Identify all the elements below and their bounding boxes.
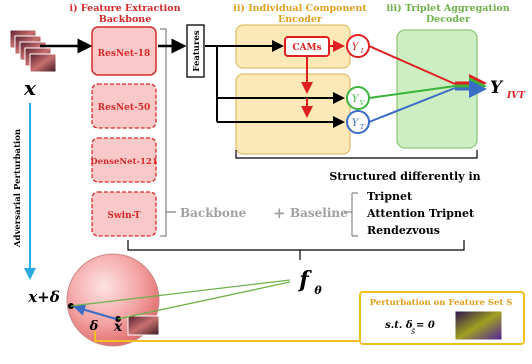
delta-label: δ — [89, 319, 99, 334]
perturbation-title: Perturbation on Feature Set S — [370, 298, 513, 308]
baseline-attention-tripnet: Attention Tripnet — [366, 207, 475, 220]
header-component-encoder-sub: Encoder — [278, 14, 323, 25]
input-frames-icon — [9, 29, 57, 73]
header-feature-extraction: i) Feature Extraction — [70, 3, 181, 14]
f-theta-label: f — [297, 267, 312, 293]
header-feature-extraction-sub: Backbone — [99, 14, 151, 25]
adversarial-label: Adversarial Perturbation — [13, 129, 23, 248]
features-label: Features — [192, 30, 202, 71]
header-component-encoder: ii) Individual Component — [233, 3, 367, 14]
backbone-resnet18-box — [91, 26, 157, 76]
input-thumbnail — [127, 315, 160, 336]
baseline-rendezvous: Rendezvous — [367, 224, 440, 237]
y-t-sub: T — [360, 123, 365, 131]
header-aggregation: iii) Triplet Aggregation — [386, 3, 509, 14]
header-aggregation-sub: Decoder — [426, 14, 471, 25]
y-ivt-sub: IVT — [506, 91, 526, 101]
backbone-swint-box — [91, 191, 157, 237]
y-i-sub: I — [360, 47, 364, 55]
constraint-text: s.t. δ = 0 — [385, 320, 435, 331]
baseline-word: Baseline — [290, 206, 348, 220]
features-box — [186, 24, 205, 78]
f-theta-sub: θ — [314, 284, 322, 297]
structured-label: Structured differently in — [329, 170, 480, 183]
perturbation-thumbnail — [454, 310, 503, 341]
constraint-sub: S̄ — [411, 329, 415, 336]
backbone-densenet121-box — [91, 137, 157, 183]
backbone-resnet50-label: ResNet-50 — [98, 103, 151, 113]
perturbed-x-label: x+δ — [27, 288, 60, 306]
backbone-resnet50-box — [91, 83, 157, 129]
y-v-label: Y — [352, 94, 360, 105]
y-ivt-label: Y — [490, 78, 504, 98]
y-v-sub: V — [360, 99, 366, 107]
encoder-bottom-box — [235, 73, 351, 155]
plus-sign: + — [273, 204, 286, 222]
cams-label: CAMs — [292, 43, 321, 53]
backbone-word: Backbone — [180, 206, 247, 220]
y-i-label: Y — [352, 42, 360, 53]
backbone-resnet18-label: ResNet-18 — [98, 49, 151, 59]
y-t-label: Y — [352, 118, 360, 129]
backbone-swint-label: Swin-T — [107, 211, 140, 221]
small-x-label: x — [113, 319, 123, 335]
input-x-label: x — [23, 76, 37, 100]
backbone-densenet121-label: DenseNet-121 — [90, 157, 158, 167]
baseline-tripnet: Tripnet — [367, 190, 413, 203]
